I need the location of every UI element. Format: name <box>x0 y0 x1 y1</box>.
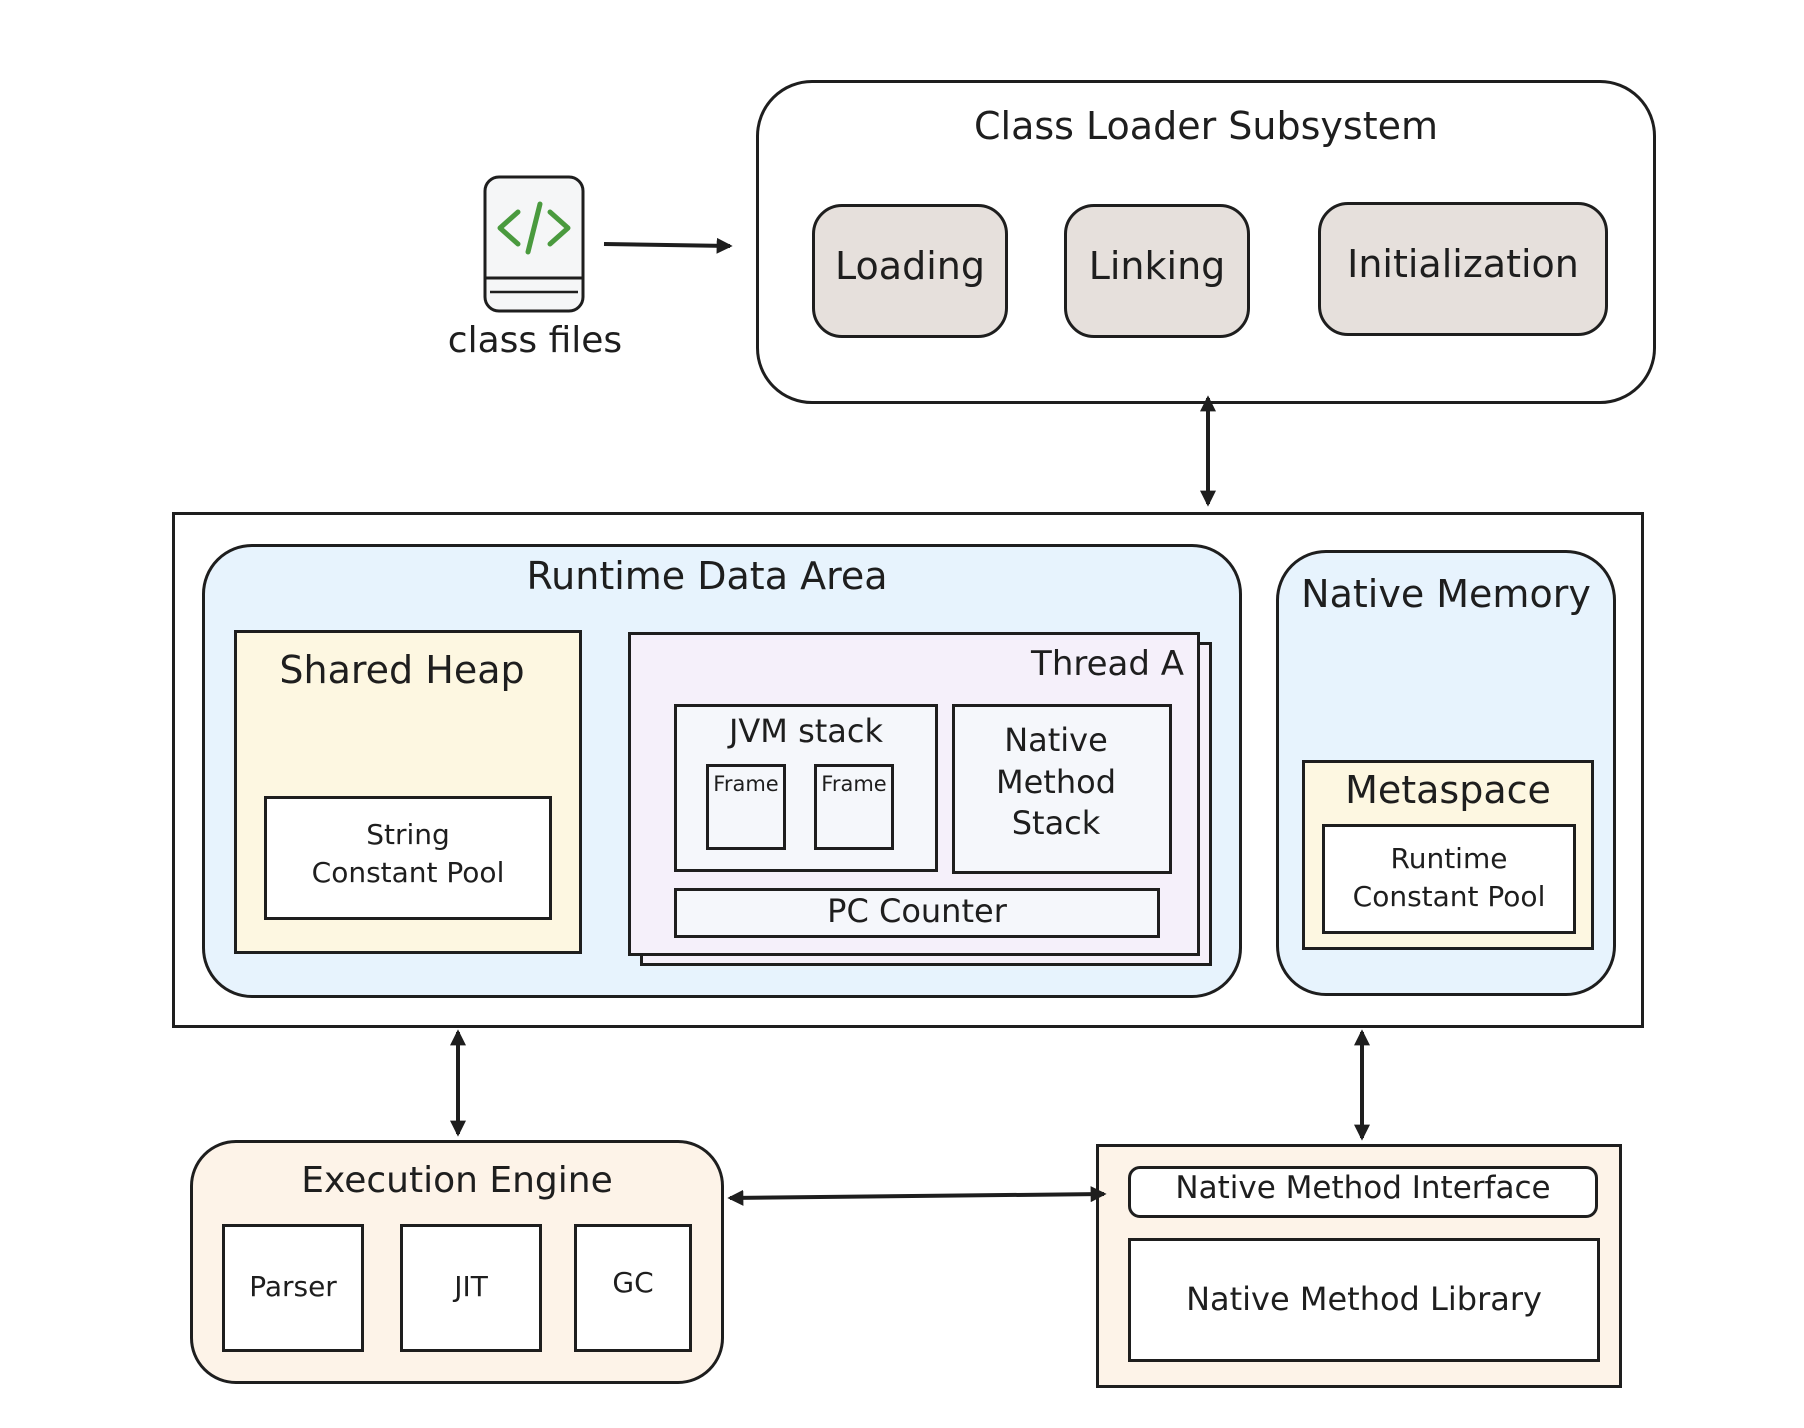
native-method-stack-label: Native Method Stack <box>995 721 1116 843</box>
class-loader-title: Class Loader Subsystem <box>974 104 1438 148</box>
gc-component <box>574 1224 692 1352</box>
linking-stage-label: Linking <box>1088 244 1226 288</box>
native-method-library-label: Native Method Library <box>1186 1280 1542 1318</box>
native-method-library <box>1128 1238 1600 1362</box>
runtime-data-area-title: Runtime Data Area <box>526 554 888 598</box>
native-method-interface <box>1128 1166 1598 1218</box>
metaspace-title: Metaspace <box>1345 768 1551 812</box>
stack-frame <box>706 764 786 850</box>
string-constant-pool-label: String Constant Pool <box>311 818 505 889</box>
jvm-stack-title: JVM stack <box>728 712 884 750</box>
stack-frame-label: Frame <box>821 772 887 796</box>
native-method-stack <box>952 704 1172 874</box>
jit-component <box>400 1224 542 1352</box>
loading-stage-label: Loading <box>835 244 985 288</box>
arrow-engine-interface <box>727 1186 1107 1206</box>
class-files-label: class files <box>447 320 623 361</box>
loading-stage <box>812 204 1008 338</box>
stack-frame <box>814 764 894 850</box>
execution-engine-title: Execution Engine <box>301 1160 613 1201</box>
initialization-stage-label: Initialization <box>1347 242 1579 286</box>
gc-component-label: GC <box>612 1266 654 1299</box>
pc-counter-label: PC Counter <box>827 892 1007 930</box>
parser-component <box>222 1224 364 1352</box>
native-method-interface-label: Native Method Interface <box>1175 1170 1551 1206</box>
linking-stage <box>1064 204 1250 338</box>
parser-component-label: Parser <box>249 1270 337 1303</box>
jit-component-label: JIT <box>454 1270 488 1303</box>
arrow-class-files-to-loader <box>603 237 733 254</box>
thread-a-title: Thread A <box>1031 644 1184 684</box>
runtime-constant-pool <box>1322 824 1576 934</box>
shared-heap-title: Shared Heap <box>279 648 525 692</box>
stack-frame-label: Frame <box>713 772 779 796</box>
pc-counter <box>674 888 1160 938</box>
class-file-icon <box>482 174 586 314</box>
initialization-stage <box>1318 202 1608 336</box>
runtime-constant-pool-label: Runtime Constant Pool <box>1352 842 1546 913</box>
native-memory-title: Native Memory <box>1301 572 1591 616</box>
string-constant-pool <box>264 796 552 920</box>
